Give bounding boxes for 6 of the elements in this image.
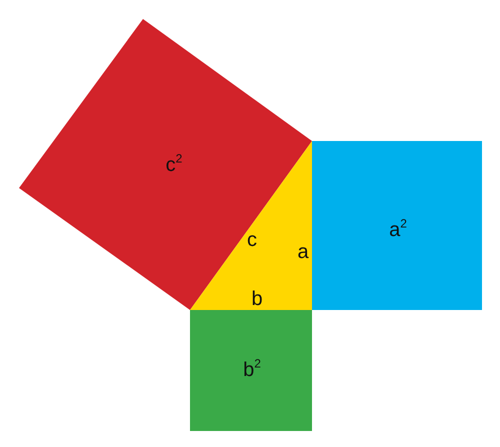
side-label: b (251, 289, 263, 309)
area-label: b$^{2}$ (243, 360, 261, 380)
side-label: a (297, 242, 309, 262)
side-label: c (247, 230, 257, 250)
area-label: c$^{2}$ (166, 155, 182, 175)
area-label: a$^{2}$ (389, 220, 407, 240)
